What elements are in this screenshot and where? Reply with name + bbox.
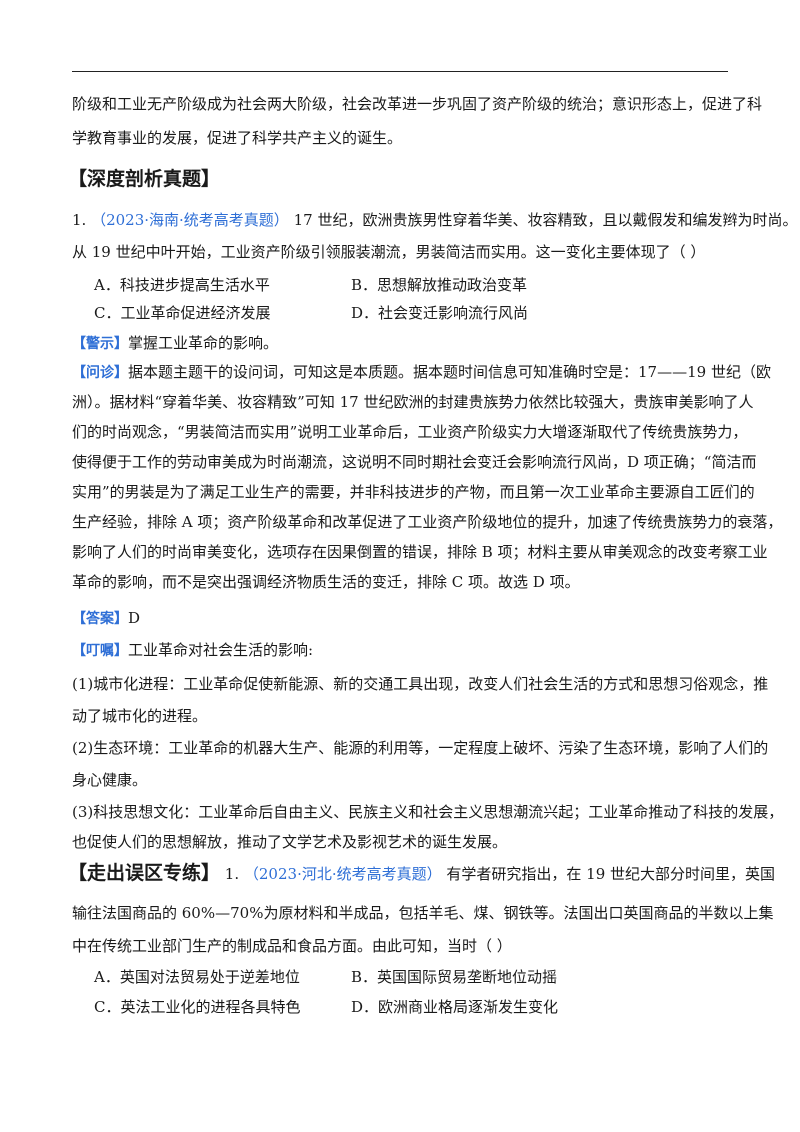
option-d: D．欧洲商业格局逐渐发生变化 — [351, 998, 559, 1016]
remind-tag: 【叮嘱】 — [72, 643, 128, 659]
question-source: （2023·河北·统考高考真题） — [243, 865, 442, 883]
option-b: B．英国国际贸易垄断地位动摇 — [351, 968, 558, 986]
hint-text: 掌握工业革命的影响。 — [128, 334, 279, 352]
option-d: D．社会变迁影响流行风尚 — [351, 304, 529, 322]
point-1-line-1: (1)城市化进程：工业革命促使新能源、新的交通工具出现，改变人们社会生活的方式和… — [72, 675, 769, 693]
diagnosis-line-7: 影响了人们的时尚审美变化，选项存在因果倒置的错误，排除 B 项；材料主要从审美观… — [72, 543, 768, 561]
hint-line: 【警示】掌握工业革命的影响。 — [72, 329, 728, 358]
question-1-line-1: 1. （2023·海南·统考高考真题） 17 世纪，欧洲贵族男性穿着华美、妆容精… — [72, 206, 797, 234]
answer-tag: 【答案】 — [72, 611, 128, 627]
diagnosis-tag: 【问诊】 — [72, 365, 128, 381]
section-heading-analysis: 【深度剖析真题】 — [68, 168, 221, 190]
point-3-line-1: (3)科技思想文化：工业革命后自由主义、民族主义和社会主义思想潮流兴起；工业革命… — [72, 803, 784, 821]
header-rule — [72, 71, 728, 72]
question-source: （2023·海南·统考高考真题） — [91, 211, 289, 229]
question-1-line-2: 从 19 世纪中叶开始，工业资产阶级引领服装潮流，男装简洁而实用。这一变化主要体… — [72, 243, 706, 261]
point-2-line-2: 身心健康。 — [72, 771, 148, 789]
question-text: 有学者研究指出，在 19 世纪大部分时间里，英国 — [446, 865, 776, 883]
remind-text: 工业革命对社会生活的影响: — [128, 641, 314, 659]
section2-line-3: 中在传统工业部门生产的制成品和食品方面。由此可知，当时（ ） — [72, 937, 512, 955]
point-1-line-2: 动了城市化的进程。 — [72, 707, 208, 725]
diagnosis-line-4: 使得便于工作的劳动审美成为时尚潮流，这说明不同时期社会变迁会影响流行风尚，D 项… — [72, 453, 757, 471]
diagnosis-line-8: 革命的影响，而不是突出强调经济物质生活的变迁，排除 C 项。故选 D 项。 — [72, 573, 580, 591]
diagnosis-line-3: 们的时尚观念，“男装简洁而实用”说明工业革命后，工业资产阶级实力大增逐渐取代了传… — [72, 423, 748, 441]
question-number: 1. — [72, 211, 87, 229]
intro-line-2: 学教育事业的发展，促进了科学共产主义的诞生。 — [72, 129, 403, 147]
option-c: C．工业革命促进经济发展 — [94, 304, 271, 322]
intro-line-1: 阶级和工业无产阶级成为社会两大阶级，社会改革进一步巩固了资产阶级的统治；意识形态… — [72, 95, 763, 113]
point-2-line-1: (2)生态环境：工业革命的机器大生产、能源的利用等，一定程度上破坏、污染了生态环… — [72, 739, 769, 757]
answer-line: 【答案】D — [72, 604, 728, 633]
option-c: C．英法工业化的进程各具特色 — [94, 998, 301, 1016]
question-text: 17 世纪，欧洲贵族男性穿着华美、妆容精致，且以戴假发和编发辫为时尚。 — [293, 211, 798, 229]
option-a: A．科技进步提高生活水平 — [94, 276, 270, 294]
remind-line: 【叮嘱】工业革命对社会生活的影响: — [72, 636, 728, 665]
question-number: 1. — [224, 865, 240, 883]
option-a: A．英国对法贸易处于逆差地位 — [94, 968, 300, 986]
diagnosis-line-2: 洲）。据材料“穿着华美、妆容精致”可知 17 世纪欧洲的封建贵族势力依然比较强大… — [72, 393, 754, 411]
diagnosis-line-6: 生产经验，排除 A 项；资产阶级革命和改革促进了工业资产阶级地位的提升，加速了传… — [72, 513, 783, 531]
answer-value: D — [128, 609, 141, 627]
diagnosis-line-1: 【问诊】据本题主题干的设问词，可知这是本质题。据本题时间信息可知准确时空是：17… — [72, 363, 771, 381]
section2-line-2: 输往法国商品的 60%—70%为原材料和半成品，包括羊毛、煤、钢铁等。法国出口英… — [72, 904, 774, 922]
diagnosis-line-5: 实用”的男装是为了满足工业生产的需要，并非科技进步的产物，而且第一次工业革命主要… — [72, 483, 755, 501]
section2-line-1: 【走出误区专练】 1. （2023·河北·统考高考真题） 有学者研究指出，在 1… — [68, 859, 775, 888]
option-b: B．思想解放推动政治变革 — [351, 276, 528, 294]
section-heading-practice: 【走出误区专练】 — [68, 862, 221, 884]
hint-tag: 【警示】 — [72, 336, 128, 352]
point-3-line-2: 也促使人们的思想解放，推动了文学艺术及影视艺术的诞生发展。 — [72, 833, 508, 851]
